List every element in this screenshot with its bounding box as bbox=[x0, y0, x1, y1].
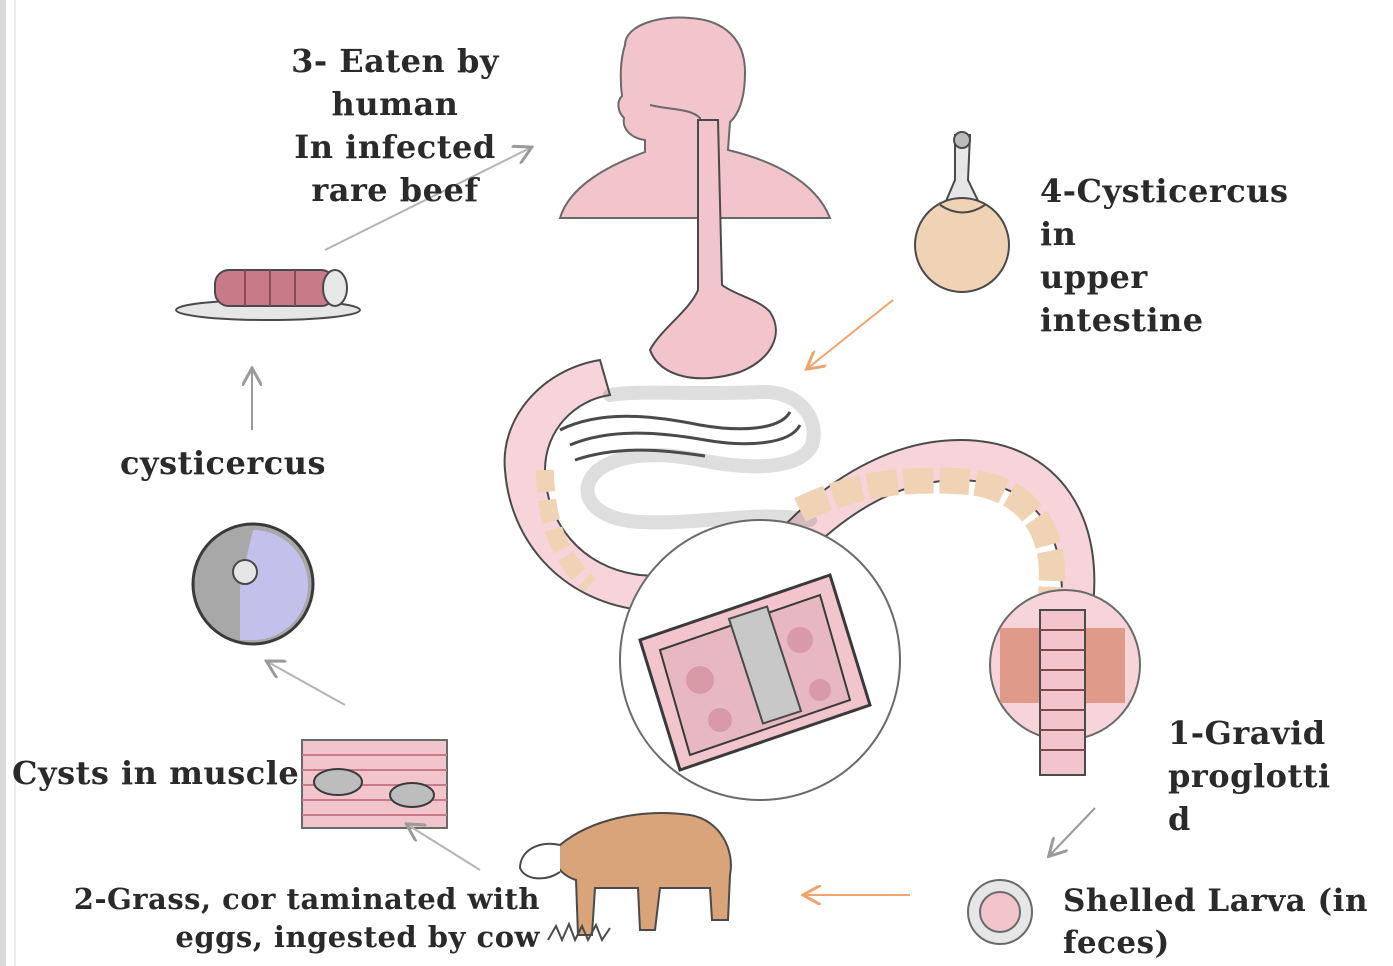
proglottid-segment-icon bbox=[990, 590, 1140, 775]
beef-roast-icon bbox=[176, 270, 360, 320]
arrow-muscle-to-cyst bbox=[268, 662, 345, 705]
arrow-cow-to-muscle bbox=[408, 825, 480, 870]
cow-icon bbox=[520, 813, 731, 940]
cysticercus-scolex-icon bbox=[915, 132, 1009, 292]
label-grass-eggs-cow: 2-Grass, cor taminated with eggs, ingest… bbox=[60, 880, 540, 956]
label-shelled-larva: Shelled Larva (in feces) bbox=[1063, 880, 1388, 964]
arrow-cysticercus-to-intestine bbox=[808, 300, 893, 368]
label-cysticercus-upper-intestine: 4-Cysticercus in upper intestine bbox=[1040, 170, 1289, 342]
cyst-sphere-icon bbox=[193, 524, 313, 644]
human-torso-icon bbox=[560, 17, 830, 218]
label-eaten-by-human: 3- Eaten by human In infected rare beef bbox=[270, 40, 520, 212]
label-cysticercus: cysticercus bbox=[120, 442, 326, 485]
arrow-proglottid-to-egg bbox=[1050, 808, 1095, 855]
egg-icon bbox=[968, 880, 1032, 944]
label-cysts-in-muscle: Cysts in muscle bbox=[12, 752, 299, 795]
muscle-tissue-icon bbox=[302, 740, 447, 828]
intestine-section-icon bbox=[620, 520, 900, 800]
label-gravid-proglottid: 1-Gravid proglotti d bbox=[1168, 712, 1331, 841]
